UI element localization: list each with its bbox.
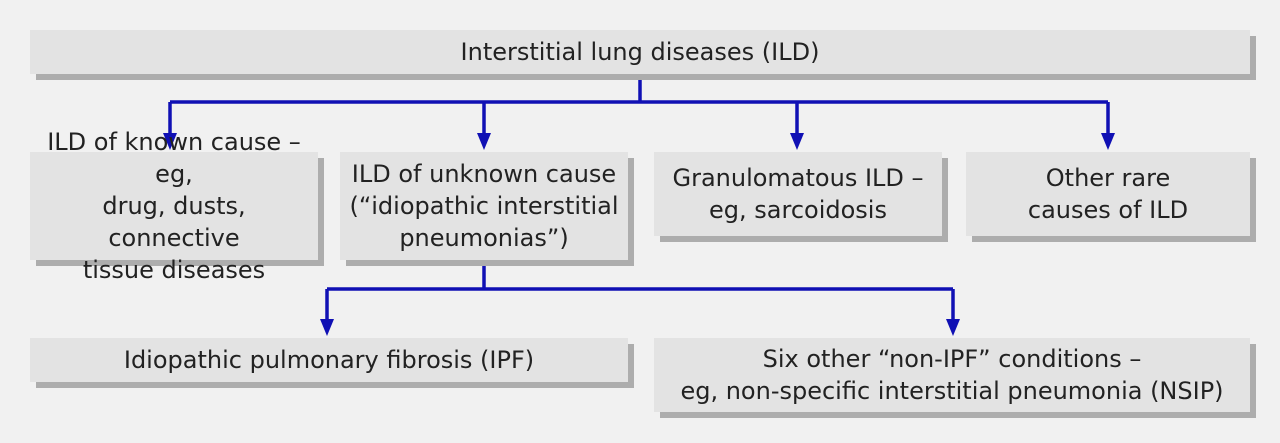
rare-causes-line: causes of ILD bbox=[1027, 196, 1189, 224]
non-ipf-line: eg, non-specific interstitial pneumonia … bbox=[680, 377, 1224, 405]
root-box-ild: Interstitial lung diseases (ILD) bbox=[30, 30, 1250, 74]
box-ild-unknown-cause: ILD of unknown cause (“idiopathic inters… bbox=[340, 152, 628, 260]
known-cause-line: ILD of known cause – eg, bbox=[47, 128, 301, 188]
arrow-to-rare bbox=[1101, 133, 1115, 150]
arrow-to-non-ipf bbox=[946, 319, 960, 336]
unknown-cause-line: (“idiopathic interstitial bbox=[349, 192, 619, 220]
ipf-label: Idiopathic pulmonary fibrosis (IPF) bbox=[123, 346, 535, 374]
unknown-cause-line: pneumonias”) bbox=[399, 224, 569, 252]
rare-causes-line: Other rare bbox=[1045, 164, 1171, 192]
known-cause-line: tissue diseases bbox=[82, 256, 266, 284]
box-other-rare-causes: Other rare causes of ILD bbox=[966, 152, 1250, 236]
granulomatous-line: Granulomatous ILD – bbox=[672, 164, 924, 192]
box-non-ipf-conditions: Six other “non-IPF” conditions – eg, non… bbox=[654, 338, 1250, 412]
unknown-cause-line: ILD of unknown cause bbox=[351, 160, 617, 188]
box-granulomatous-ild: Granulomatous ILD – eg, sarcoidosis bbox=[654, 152, 942, 236]
root-label: Interstitial lung diseases (ILD) bbox=[460, 38, 820, 66]
known-cause-line: drug, dusts, connective bbox=[102, 192, 246, 252]
arrow-to-granulomatous bbox=[790, 133, 804, 150]
arrow-to-unknown bbox=[477, 133, 491, 150]
arrow-to-ipf bbox=[320, 319, 334, 336]
box-ild-known-cause: ILD of known cause – eg, drug, dusts, co… bbox=[30, 128, 318, 284]
box-ipf: Idiopathic pulmonary fibrosis (IPF) bbox=[30, 338, 628, 382]
non-ipf-line: Six other “non-IPF” conditions – bbox=[762, 345, 1142, 373]
granulomatous-line: eg, sarcoidosis bbox=[709, 196, 887, 224]
arrow-to-known bbox=[163, 133, 177, 150]
